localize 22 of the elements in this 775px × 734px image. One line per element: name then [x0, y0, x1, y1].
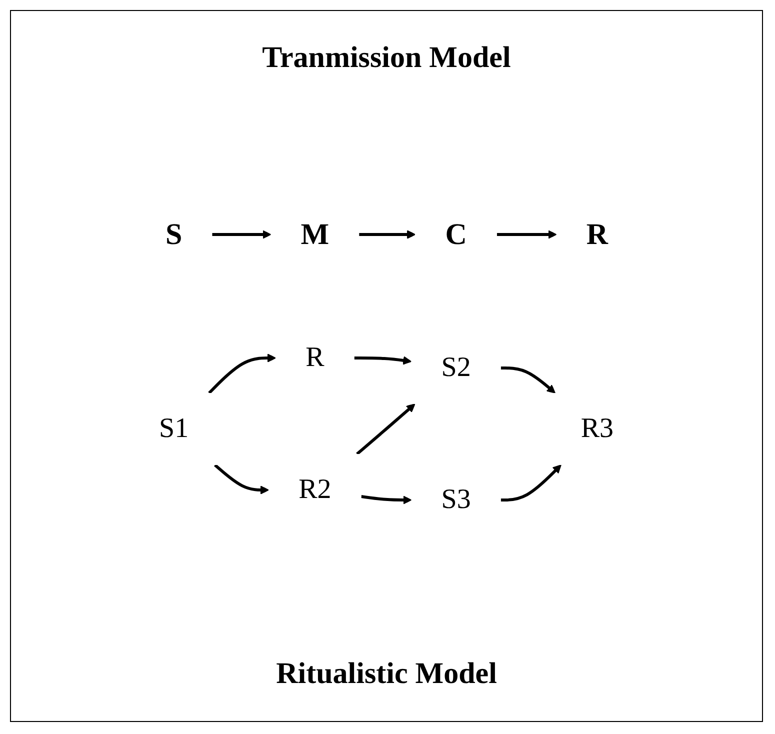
node-text: R [306, 342, 324, 372]
node-text: R [586, 218, 608, 250]
node-text: S [166, 218, 182, 250]
arrow [356, 403, 416, 455]
arrow [359, 230, 416, 238]
node-text: C [445, 218, 468, 250]
model-caption: Ritualistic Model [276, 657, 497, 691]
arrow [497, 230, 557, 238]
arrow [212, 230, 272, 238]
node-text: S3 [442, 484, 472, 514]
arrow [214, 463, 270, 494]
arrow [354, 356, 412, 364]
node-text: R2 [298, 474, 332, 504]
node-text: M [300, 218, 330, 250]
model-caption: Tranmission Model [262, 41, 511, 75]
arrow [208, 353, 276, 394]
node-text: S2 [442, 352, 472, 382]
arrow [501, 366, 556, 393]
arrow [501, 464, 562, 501]
node-text: R3 [581, 412, 614, 444]
arrow [361, 494, 412, 504]
node-text: S1 [159, 412, 189, 444]
